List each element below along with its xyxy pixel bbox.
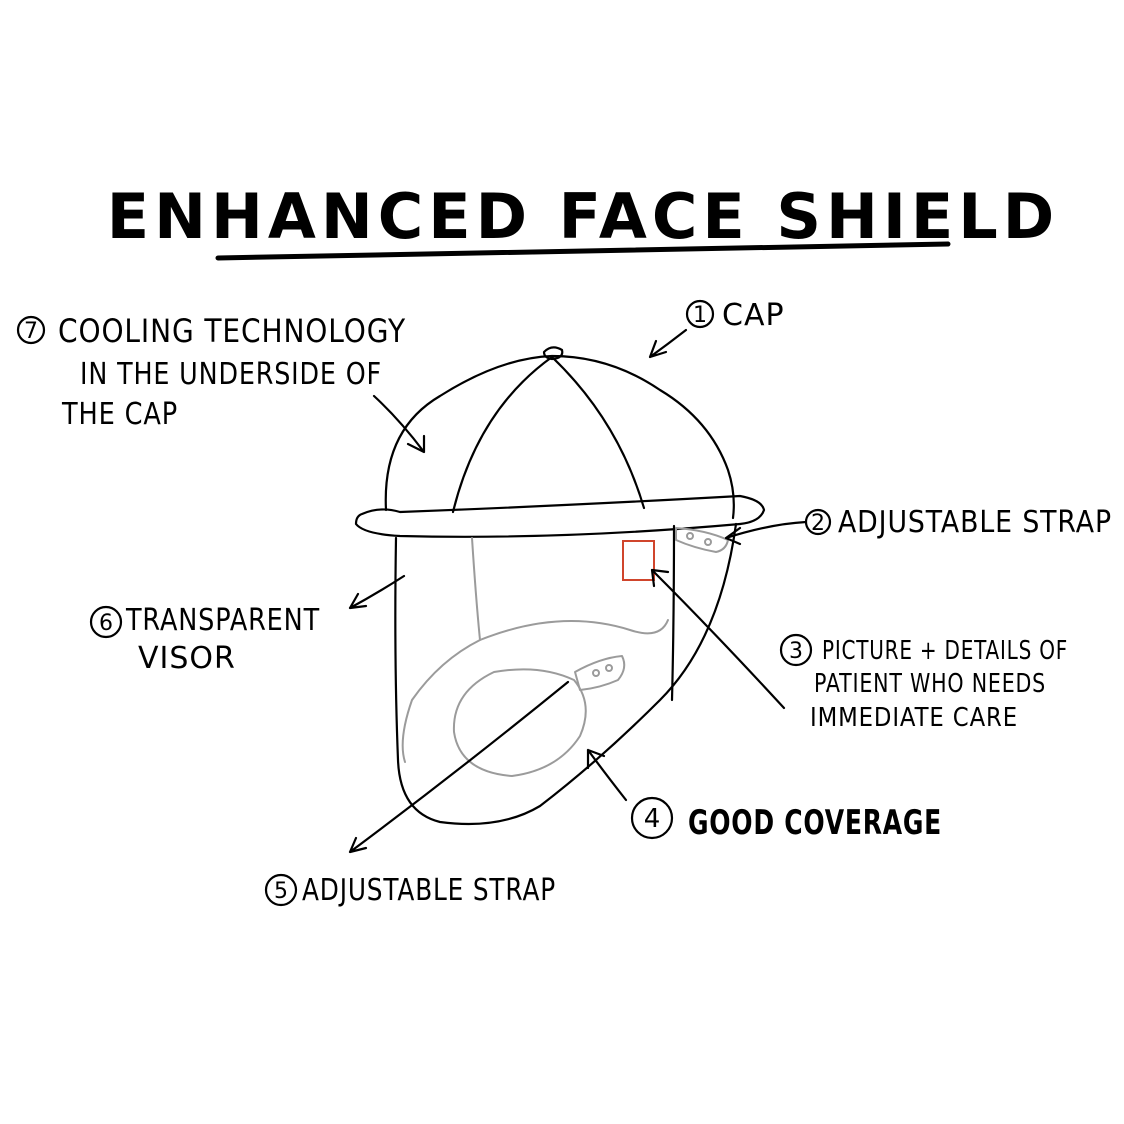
- leader-arrows: [348, 328, 808, 854]
- visor-inner-edge: [401, 537, 481, 763]
- arrow-visor: [348, 574, 406, 610]
- strap-hole: [686, 532, 694, 540]
- label-picture: 3 PICTURE + DETAILS OF PATIENT WHO NEEDS…: [779, 633, 1068, 733]
- label-text: TRANSPARENT: [125, 603, 320, 638]
- label-text: THE CAP: [61, 397, 178, 432]
- cap-seam-left: [451, 355, 554, 514]
- label-text: IN THE UNDERSIDE OF: [80, 357, 382, 392]
- label-text: COOLING TECHNOLOGY: [58, 312, 406, 350]
- visor-side-edge: [670, 524, 676, 702]
- number-circle: [630, 796, 674, 840]
- number-circle: [779, 633, 813, 667]
- cap-button: [542, 346, 564, 361]
- number-circle: [264, 873, 298, 907]
- label-text: IMMEDIATE CARE: [810, 703, 1018, 733]
- number-circle: [804, 508, 832, 536]
- strap-drawing: [452, 527, 729, 777]
- label-strap-top: 2 ADJUSTABLE STRAP: [804, 505, 1112, 540]
- bottom-strap-tab: [574, 655, 626, 691]
- label-number: 4: [644, 804, 661, 834]
- label-coverage: 4 GOOD COVERAGE: [630, 796, 942, 843]
- visor-inner-curve: [479, 619, 669, 641]
- bottom-strap-loop: [452, 668, 587, 777]
- strap-hole: [605, 664, 613, 672]
- label-cooling: 7 COOLING TECHNOLOGY IN THE UNDERSIDE OF…: [16, 312, 406, 432]
- label-text: PICTURE + DETAILS OF: [822, 636, 1068, 666]
- number-circle: [16, 315, 46, 345]
- cap-seam-right: [550, 355, 646, 510]
- label-cap: 1 CAP: [685, 298, 785, 333]
- arrow-cooling: [372, 394, 426, 454]
- label-text: VISOR: [138, 641, 236, 676]
- cap-brim: [354, 494, 766, 538]
- label-number: 3: [789, 639, 803, 664]
- strap-hole: [704, 538, 712, 546]
- label-text: CAP: [722, 298, 785, 333]
- strap-hole: [592, 669, 600, 677]
- label-text: ADJUSTABLE STRAP: [302, 873, 556, 908]
- arrow-picture: [650, 568, 786, 710]
- cap-drawing: [354, 346, 766, 538]
- arrow-strap-top: [724, 520, 808, 546]
- label-text: ADJUSTABLE STRAP: [838, 505, 1112, 540]
- top-strap-tab: [675, 527, 729, 553]
- label-number: 6: [99, 611, 113, 636]
- label-number: 5: [274, 879, 288, 904]
- visor-outline: [394, 522, 738, 826]
- label-number: 1: [693, 303, 707, 328]
- label-number: 7: [24, 319, 38, 344]
- diagram-title: ENHANCED FACE SHIELD: [107, 180, 1060, 253]
- visor-drawing: [394, 522, 738, 826]
- number-circle: [685, 299, 715, 329]
- arrow-strap-bottom: [348, 680, 570, 854]
- cap-crown: [384, 354, 735, 520]
- arrow-cap: [648, 328, 688, 359]
- label-text: GOOD COVERAGE: [688, 803, 942, 843]
- patient-photo-box: [622, 540, 655, 581]
- arrow-coverage: [586, 748, 628, 802]
- label-strap-bottom: 5 ADJUSTABLE STRAP: [264, 873, 556, 908]
- title-underline: [215, 241, 951, 261]
- label-text: PATIENT WHO NEEDS: [814, 669, 1046, 699]
- label-visor: 6 TRANSPARENT VISOR: [89, 603, 320, 676]
- number-circle: [89, 605, 123, 639]
- label-number: 2: [811, 511, 825, 536]
